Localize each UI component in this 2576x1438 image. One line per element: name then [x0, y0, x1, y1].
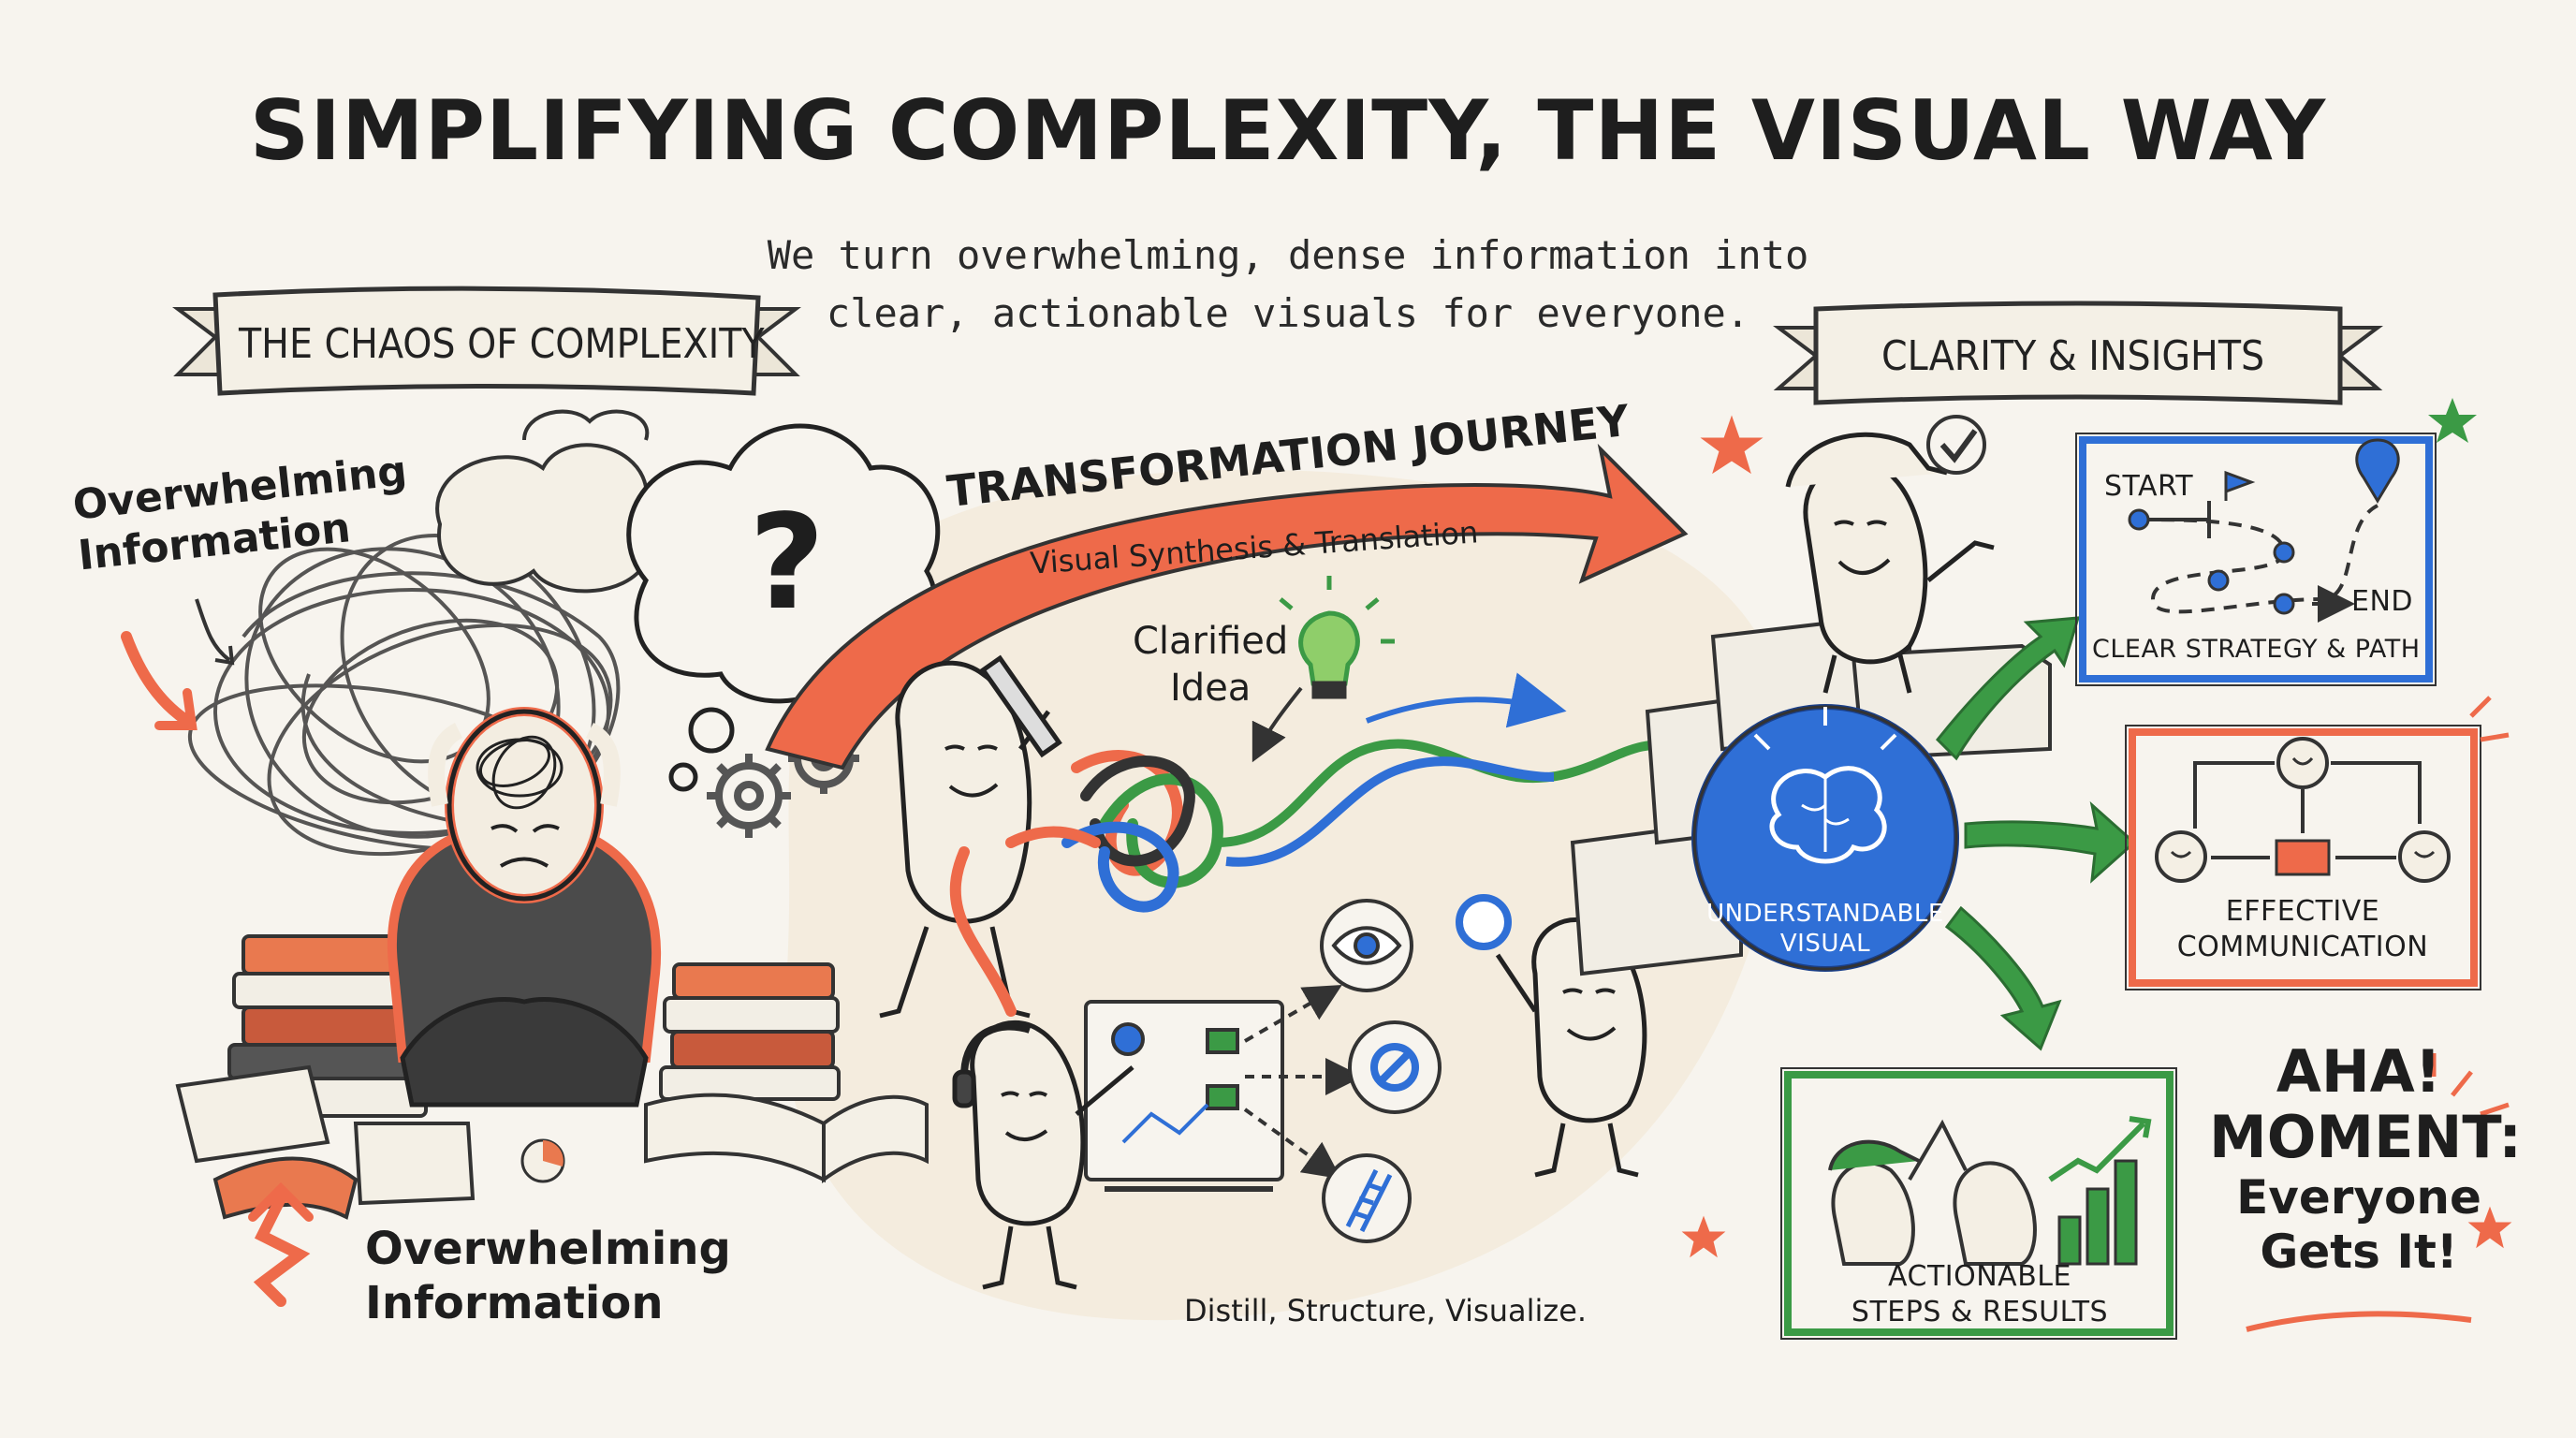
label-line: UNDERSTANDABLE: [1706, 900, 1944, 928]
aha-line: MOMENT:: [2209, 1103, 2523, 1171]
chaos-banner-label: THE CHAOS OF COMPLEXITY: [239, 320, 765, 368]
understandable-visual-hub: [1691, 704, 1959, 972]
ladder-icon: [1322, 1153, 1412, 1243]
star-icon: [1681, 415, 2512, 1258]
small-arrow: [1251, 686, 1303, 763]
stressed-person: [387, 707, 662, 1108]
chaos-banner: [172, 286, 801, 396]
book-stack-right: [659, 962, 841, 1101]
small-arrow: [195, 598, 235, 666]
character-untangler: [879, 654, 1062, 1019]
label-line: ACTIONABLE: [1888, 1260, 2071, 1293]
scattered-papers: [175, 1064, 929, 1220]
lightbulb-icon: [1279, 576, 1395, 699]
label-line: Idea: [1170, 667, 1251, 710]
label-line: STEPS & RESULTS: [1851, 1296, 2109, 1328]
sparkle-lines: [2431, 696, 2510, 1117]
aha-underline: [2246, 1311, 2472, 1332]
aha-line: Everyone: [2236, 1170, 2481, 1225]
hub-label: UNDERSTANDABLE VISUAL: [1704, 899, 1947, 959]
clarity-banner-label: CLARITY & INSIGHTS: [1881, 332, 2265, 380]
subtitle: We turn overwhelming, dense information …: [0, 227, 2576, 343]
strategy-caption: CLEAR STRATEGY & PATH: [2092, 635, 2421, 664]
gear-wrench-icon: [1348, 1020, 1442, 1114]
character-guide: [1785, 432, 1995, 694]
aha-moment: AHA! MOMENT: Everyone Gets It!: [2209, 1037, 2523, 1280]
character-presenter: [952, 1020, 1134, 1290]
arrow-bottom-left: [248, 1181, 314, 1307]
transformation-arrow: [765, 443, 1689, 770]
card-strategy: [2075, 433, 2437, 686]
star-icon: [2428, 398, 2477, 443]
label-line: COMMUNICATION: [2176, 931, 2429, 963]
arrow-top-left: [121, 631, 198, 730]
label-line: Information: [365, 1277, 664, 1329]
aha-line: Gets It!: [2260, 1225, 2458, 1279]
strategy-start-label: START: [2104, 470, 2194, 503]
aha-line: AHA!: [2276, 1037, 2442, 1106]
clarified-idea-label: Clarified Idea: [1133, 618, 1288, 712]
strategy-end-label: END: [2351, 585, 2413, 618]
green-arrows: [1935, 616, 2137, 1051]
card-communication: [2125, 725, 2481, 990]
question-mark: ?: [749, 487, 826, 639]
eye-icon: [1320, 899, 1413, 992]
gear-icon: [707, 754, 791, 838]
results-caption: ACTIONABLE STEPS & RESULTS: [1797, 1259, 2162, 1330]
communication-caption: EFFECTIVE COMMUNICATION: [2139, 894, 2466, 965]
tangled-knot: [949, 750, 1223, 1017]
label-line: EFFECTIVE: [2225, 895, 2380, 928]
overwhelming-label-bottom: Overwhelming Information: [365, 1222, 731, 1330]
label-line: Overwhelming: [365, 1223, 731, 1275]
clarified-path: [1216, 672, 1677, 867]
check-icon: [1926, 415, 1986, 475]
thought-bubble-small: [435, 409, 683, 594]
card-results: [1780, 1067, 2177, 1340]
label-line: VISUAL: [1779, 930, 1871, 958]
process-caption: Distill, Structure, Visualize.: [1184, 1293, 1588, 1328]
pie-icon: [520, 1138, 565, 1183]
clarity-banner: [1773, 301, 2383, 405]
subtitle-line: We turn overwhelming, dense information …: [767, 232, 1809, 278]
label-line: Clarified: [1133, 620, 1289, 663]
process-board: [1084, 984, 1363, 1192]
subtitle-line: clear, actionable visuals for everyone.: [826, 290, 1750, 336]
page-title: SIMPLIFYING COMPLEXITY, THE VISUAL WAY: [249, 82, 2327, 179]
